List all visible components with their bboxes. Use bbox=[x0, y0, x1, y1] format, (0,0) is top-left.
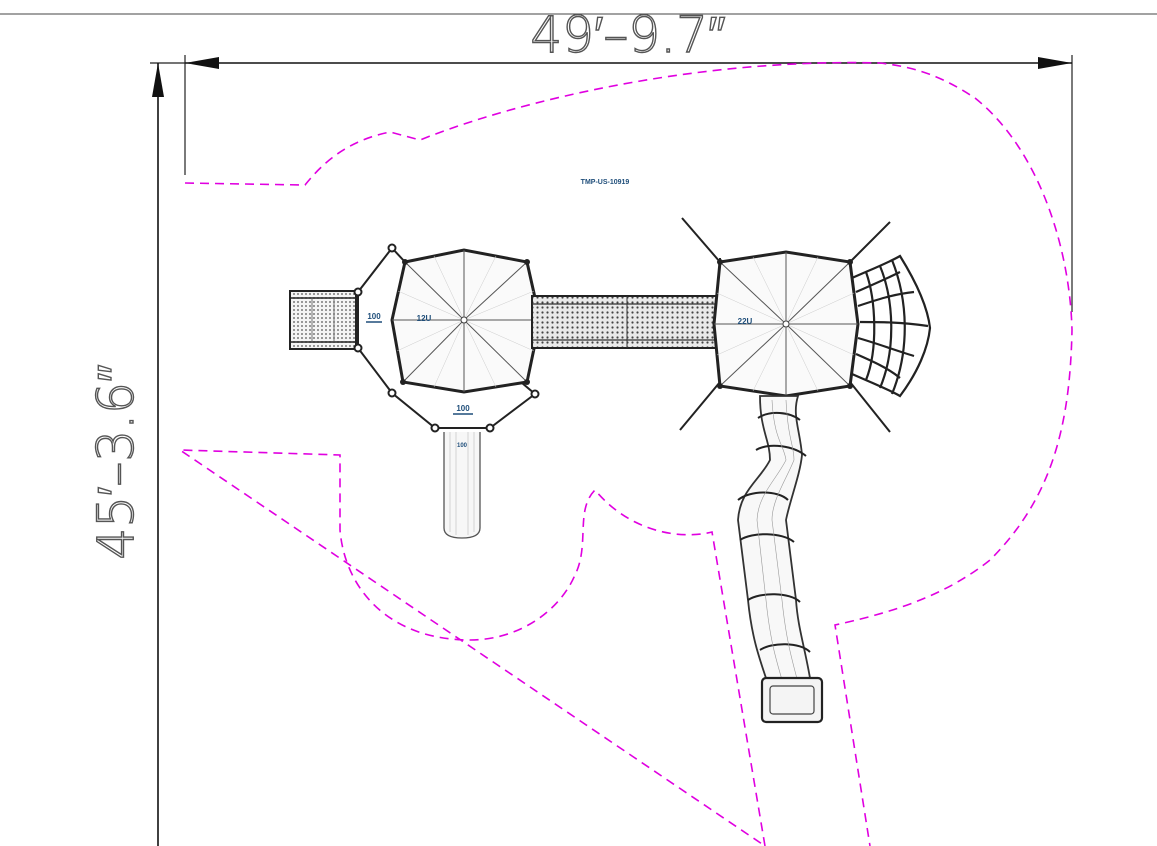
straight-slide: 100 bbox=[443, 432, 481, 539]
width-dimension-label: 49′–9.7″ bbox=[530, 6, 725, 64]
left-deck-frame bbox=[353, 243, 540, 433]
left-roof-label: 12U bbox=[417, 314, 432, 323]
right-roof-label: 22U bbox=[738, 317, 753, 326]
spiral-slide bbox=[737, 395, 824, 724]
left-step-label: 100 bbox=[367, 312, 381, 321]
height-dimension: 45′–3.6″ bbox=[86, 62, 192, 846]
right-roof: 22U bbox=[712, 250, 860, 398]
safety-use-zone bbox=[177, 61, 1073, 846]
model-label: TMP-US-10919 bbox=[581, 179, 630, 186]
slide-tag-label: 100 bbox=[457, 443, 468, 449]
width-dimension: 49′–9.7″ bbox=[184, 5, 1073, 312]
bottom-step-label: 100 bbox=[456, 404, 470, 413]
left-roof: 12U bbox=[390, 248, 542, 394]
right-deck-braces bbox=[679, 217, 891, 433]
left-stair-entry bbox=[289, 290, 357, 350]
height-dimension-label: 45′–3.6″ bbox=[87, 364, 145, 559]
bridge-tunnel bbox=[531, 295, 723, 349]
net-climber bbox=[851, 254, 932, 398]
